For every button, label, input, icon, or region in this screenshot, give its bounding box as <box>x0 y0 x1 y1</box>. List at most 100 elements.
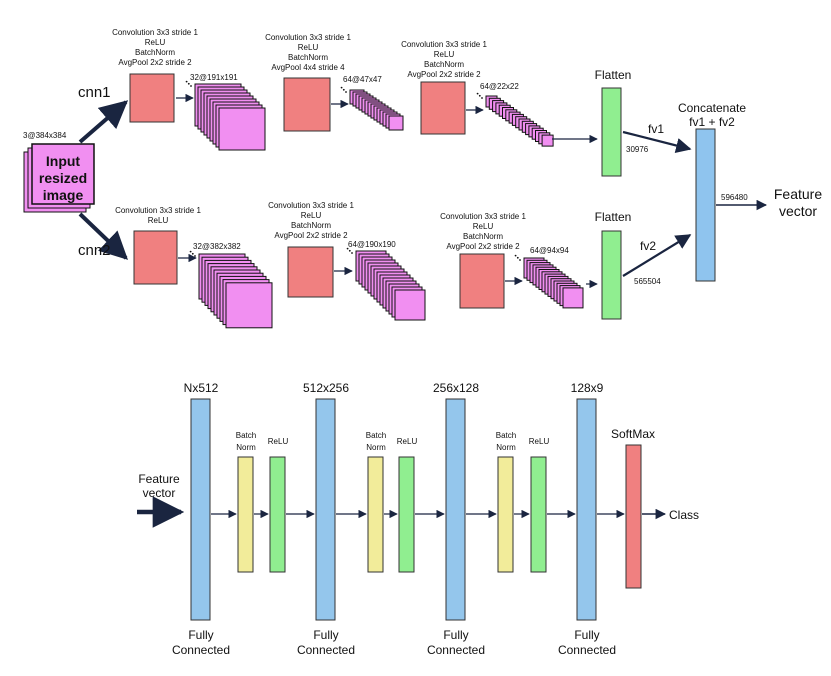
fc-2-label-line-1: Fully <box>313 628 338 642</box>
cnn2-arrow-to-concat <box>622 234 692 277</box>
fc-1-label-line-1: Fully <box>188 628 213 642</box>
relu-2-label: ReLU <box>397 437 418 446</box>
fc-3-size-label: 256x128 <box>433 381 479 395</box>
fc-4-label-line-2: Connected <box>558 643 616 657</box>
fc-3-label-line-1: Fully <box>443 628 468 642</box>
cnn1-feature-map-stack-1-dot-1 <box>190 85 192 87</box>
cnn1-conv-block-2-line-1: Convolution 3x3 stride 1 <box>265 33 351 42</box>
relu-1-bar <box>269 456 286 573</box>
cnn1-feature-map-stack-2-dot-1 <box>345 91 347 93</box>
cnn2-conv-block-2-line-2: ReLU <box>301 211 322 220</box>
cnn2-flatten-bar <box>601 230 622 320</box>
cnn1-conv-block-3-line-2: ReLU <box>434 50 455 59</box>
cnn2-conv-block-2-line-4: AvgPool 2x2 stride 2 <box>274 231 348 240</box>
cnn1-flatten-label: Flatten <box>595 68 632 82</box>
classifier-input-label-line-1: Feature <box>138 472 180 486</box>
cnn1-feature-map-2-label: 64@47x47 <box>343 75 382 84</box>
fc-1-size-label: Nx512 <box>184 381 219 395</box>
cnn2-feature-map-stack-3-map-14 <box>562 287 584 309</box>
input-image-stack <box>23 143 95 213</box>
cnn2-feature-map-stack-3 <box>514 254 584 309</box>
cnn1-fv-label: fv1 <box>648 122 664 136</box>
cnn1-feature-map-stack-3-dot-2 <box>478 94 481 97</box>
cnn2-feature-map-stack-1-dot-1 <box>194 255 196 257</box>
relu-1-label: ReLU <box>268 437 289 446</box>
cnn1-conv-box-2 <box>283 77 331 132</box>
cnn1-feature-map-stack-2-map-14 <box>388 115 404 131</box>
cnn1-feature-map-stack-3-map-18 <box>541 134 554 147</box>
cnn1-conv-block-1-label: Convolution 3x3 stride 1 ReLU BatchNorm … <box>112 28 198 67</box>
classifier-input-label-line-2: vector <box>143 486 176 500</box>
fc-1-bar <box>190 398 211 621</box>
fc-2-label-line-2: Connected <box>297 643 355 657</box>
input-text-line-3: image <box>43 187 84 203</box>
cnn2-conv-block-3-line-2: ReLU <box>473 222 494 231</box>
relu-3-label: ReLU <box>529 437 550 446</box>
cnn1-flatten-bar <box>601 87 622 177</box>
cnn2-branch-label: cnn2 <box>78 242 111 259</box>
batchnorm-3-bar <box>497 456 514 573</box>
cnn2-feature-map-stack-2-dot-3 <box>346 247 349 250</box>
cnn1-conv-block-3-label: Convolution 3x3 stride 1 ReLU BatchNorm … <box>401 40 487 79</box>
class-output-label: Class <box>669 508 699 522</box>
fc-4-label-line-1: Fully <box>574 628 599 642</box>
cnn1-feature-map-stack-2 <box>340 86 404 131</box>
batchnorm-3-label-line-1: Batch <box>496 431 516 440</box>
cnn1-conv-box-3 <box>420 81 466 135</box>
batchnorm-2-bar <box>367 456 384 573</box>
cnn1-feature-map-stack-1-map-9 <box>218 107 266 151</box>
cnn2-conv-block-2-line-1: Convolution 3x3 stride 1 <box>268 201 354 210</box>
relu-3-bar <box>530 456 547 573</box>
fc-2-size-label: 512x256 <box>303 381 349 395</box>
cnn2-feature-map-stack-2-dot-2 <box>348 249 351 252</box>
cnn1-feature-map-3-label: 64@22x22 <box>480 82 519 91</box>
cnn2-feature-map-stack-1-map-10 <box>225 282 273 329</box>
fc-1-label-line-2: Connected <box>172 643 230 657</box>
cnn2-feature-map-stack-2 <box>346 247 426 321</box>
cnn1-feature-map-stack-1 <box>185 80 266 151</box>
cnn2-conv-box-1 <box>133 230 178 285</box>
cnn1-conv-box-1 <box>129 73 175 123</box>
cnn2-conv-block-3-label: Convolution 3x3 stride 1 ReLU BatchNorm … <box>440 212 526 251</box>
concat-label-line-2: fv1 + fv2 <box>689 115 735 129</box>
cnn1-conv-block-1-line-3: BatchNorm <box>135 48 175 57</box>
cnn1-conv-block-1-line-2: ReLU <box>145 38 166 47</box>
fc-3-label-line-2: Connected <box>427 643 485 657</box>
input-text-line-1: Input <box>46 153 81 169</box>
feature-vector-output-line-2: vector <box>779 203 817 219</box>
cnn2-feature-map-stack-2-dot-1 <box>351 252 353 254</box>
cnn2-flatten-size: 565504 <box>634 277 661 286</box>
cnn1-conv-block-2-label: Convolution 3x3 stride 1 ReLU BatchNorm … <box>265 33 351 72</box>
cnn1-feature-map-stack-3-dot-1 <box>481 97 483 99</box>
cnn1-branch-label: cnn1 <box>78 84 111 101</box>
cnn2-feature-map-stack-3-dot-3 <box>514 254 517 257</box>
cnn1-branch-arrow <box>78 100 129 144</box>
fc-3-bar <box>445 398 466 621</box>
cnn2-conv-block-1-label: Convolution 3x3 stride 1 ReLU <box>115 206 201 225</box>
cnn2-conv-block-2-label: Convolution 3x3 stride 1 ReLU BatchNorm … <box>268 201 354 240</box>
batchnorm-2-label-line-1: Batch <box>366 431 386 440</box>
cnn2-conv-block-1-line-2: ReLU <box>148 216 169 225</box>
cnn2-conv-block-2-line-3: BatchNorm <box>291 221 331 230</box>
cnn2-fv-label: fv2 <box>640 239 656 253</box>
cnn2-conv-box-2 <box>287 246 334 298</box>
cnn1-conv-block-1-line-4: AvgPool 2x2 stride 2 <box>118 58 192 67</box>
cnn1-feature-map-stack-2-dot-3 <box>340 86 343 89</box>
cnn2-feature-map-stack-3-dot-1 <box>519 259 521 261</box>
cnn1-feature-map-stack-1-dot-3 <box>185 80 188 83</box>
batchnorm-1-label-line-1: Batch <box>236 431 256 440</box>
cnn1-conv-block-3-line-1: Convolution 3x3 stride 1 <box>401 40 487 49</box>
cnn1-feature-map-stack-1-dot-2 <box>187 82 190 85</box>
feature-vector-output-line-1: Feature <box>774 186 822 202</box>
relu-2-bar <box>398 456 415 573</box>
concat-bar <box>695 128 716 282</box>
cnn2-feature-map-stack-1 <box>189 250 273 329</box>
fc-2-bar <box>315 398 336 621</box>
cnn1-feature-map-stack-2-dot-2 <box>342 88 345 91</box>
cnn2-feature-map-3-label: 64@94x94 <box>530 246 569 255</box>
cnn2-conv-block-3-line-3: BatchNorm <box>463 232 503 241</box>
cnn1-conv-block-3-line-3: BatchNorm <box>424 60 464 69</box>
cnn1-flatten-size: 30976 <box>626 145 649 154</box>
batchnorm-1-label-line-2: Norm <box>236 443 256 452</box>
